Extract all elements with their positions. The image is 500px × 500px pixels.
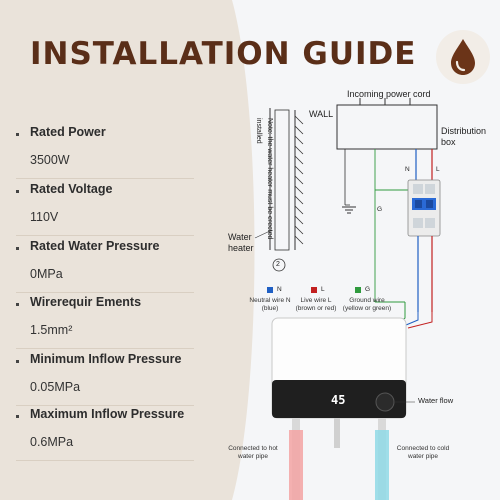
spec-label: Minimum Inflow Pressure [30,352,182,366]
legend-code-l: L [321,286,325,293]
divider [16,235,194,236]
divider [16,348,194,349]
legend-n: Neutral wire N (blue) [238,297,302,313]
divider [16,460,194,461]
spec-item: Rated Power 3500W [16,122,246,179]
bullet-icon [16,133,19,136]
spec-item: Minimum Inflow Pressure 0.05MPa [16,349,246,406]
spec-value: 0.05MPa [30,380,81,394]
bullet-icon [16,415,19,418]
legend-swatch-g [355,287,361,293]
incoming-power-cord-label: Incoming power cord [347,89,431,99]
bullet-icon [16,360,19,363]
water-heater-label-2: heater [228,243,254,253]
divider [16,178,194,179]
spec-item: Rated Voltage 110V [16,179,246,236]
installation-diagram: Incoming power cord Distribution box WAL… [210,80,500,500]
spec-value: 0MPa [30,267,63,281]
legend-g-line2: (yellow or green) [342,304,392,312]
spec-item: Maximum Inflow Pressure 0.6MPa [16,404,246,461]
hot-pipe-line2: water pipe [238,452,268,460]
heater-display: 45 [331,393,346,407]
legend-n-line1: Neutral wire N [249,297,291,304]
distribution-box-label: Distribution [441,126,487,136]
page-title: INSTALLATION GUIDE [30,36,417,72]
installation-note: Note: the water heater must be erected i… [255,118,274,240]
spec-item: Wirerequir Ements 1.5mm² [16,292,246,349]
legend-swatch-l [311,287,317,293]
bullet-icon [16,190,19,193]
legend-code-g: G [365,286,371,293]
spec-item: Rated Water Pressure 0MPa [16,236,246,293]
legend-l-line2: (brown or red) [295,304,337,312]
wall-label: WALL [309,109,334,119]
l-terminal-label: L [436,166,440,173]
hot-pipe-line1: Connected to hot [228,445,278,452]
legend-g-line1: Ground wire [349,297,385,304]
spec-label: Rated Power [30,125,106,139]
cold-pipe-line1: Connected to cold [396,445,450,452]
wiring-drawing [254,98,441,500]
g-wire-label: G [377,206,383,213]
bullet-icon [16,247,19,250]
spec-label: Wirerequir Ements [30,295,142,309]
spec-label: Rated Voltage [30,182,113,196]
legend-g: Ground wire (yellow or green) [332,297,402,313]
cold-pipe-line2: water pipe [408,452,438,460]
cold-pipe-label: Connected to cold water pipe [388,445,458,461]
spec-label: Rated Water Pressure [30,239,160,253]
bullet-icon [16,303,19,306]
spec-value: 110V [30,210,59,224]
hot-pipe-label: Connected to hot water pipe [218,445,288,461]
divider [16,405,194,406]
water-drop-icon [436,30,490,84]
n-terminal-label: N [405,166,410,173]
legend-n-line2: (blue) [261,304,279,312]
spec-value: 3500W [30,153,70,167]
legend-l: Live wire L (brown or red) [285,297,347,313]
spec-label: Maximum Inflow Pressure [30,407,185,421]
divider [16,292,194,293]
legend-code-n: N [277,286,282,293]
spec-value: 0.6MPa [30,435,74,449]
water-heater-label: Water [228,232,252,242]
spec-value: 1.5mm² [30,323,73,337]
distribution-box-label-2: box [441,137,456,147]
legend-swatch-n [267,287,273,293]
step-number: 2 [276,261,280,268]
legend-l-line1: Live wire L [300,297,332,304]
water-flow-label: Water flow [418,396,454,405]
